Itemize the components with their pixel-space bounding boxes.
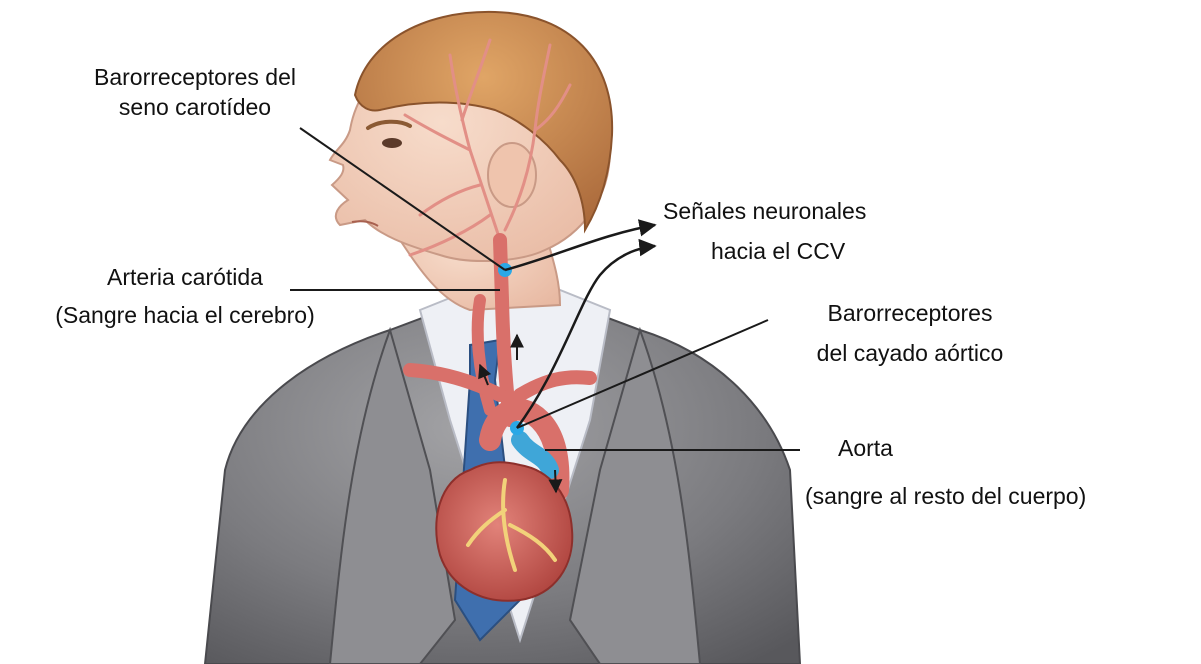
label-aorta: Aorta (sangre al resto del cuerpo) <box>805 433 1195 511</box>
label-neural-signals-line1: Señales neuronales <box>663 196 963 226</box>
label-neural-signals-line2: hacia el CCV <box>663 236 963 266</box>
label-carotid-artery-line1: Arteria carótida <box>5 262 365 292</box>
label-aortic-baroreceptors-line2: del cayado aórtico <box>760 338 1060 368</box>
label-carotid-baroreceptors-line1: Barorreceptores del <box>50 62 340 92</box>
label-carotid-artery: Arteria carótida (Sangre hacia el cerebr… <box>5 262 365 330</box>
label-neural-signals: Señales neuronales hacia el CCV <box>663 196 963 266</box>
label-aorta-line2: (sangre al resto del cuerpo) <box>805 481 1195 511</box>
label-carotid-artery-line2: (Sangre hacia el cerebro) <box>5 300 365 330</box>
label-carotid-baroreceptors: Barorreceptores del seno carotídeo <box>50 62 340 122</box>
eye <box>382 138 402 148</box>
ear <box>488 143 536 207</box>
label-aortic-baroreceptors-line1: Barorreceptores <box>760 298 1060 328</box>
label-aorta-line1: Aorta <box>805 433 1195 463</box>
label-aortic-baroreceptors: Barorreceptores del cayado aórtico <box>760 298 1060 368</box>
label-carotid-baroreceptors-line2: seno carotídeo <box>50 92 340 122</box>
